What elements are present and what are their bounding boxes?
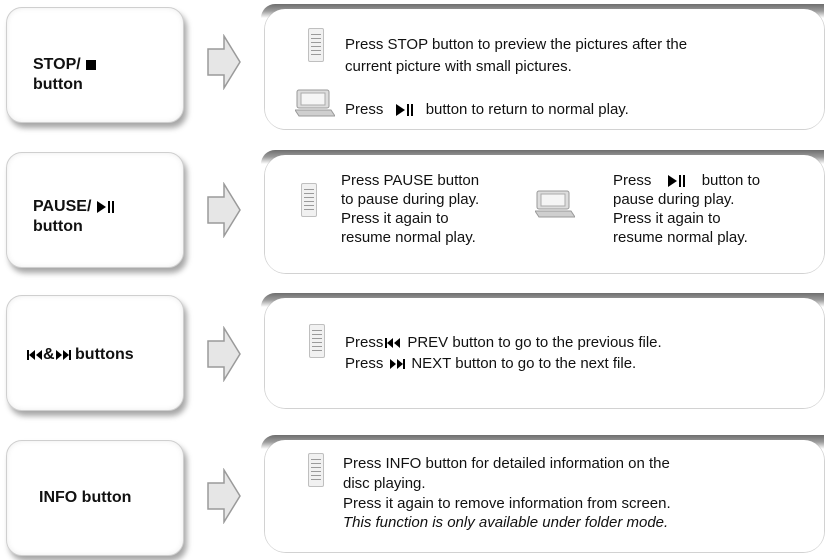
remote-icon	[308, 453, 324, 487]
info-label: INFO button	[39, 489, 132, 506]
info-text-1: Press INFO button for detailed informati…	[343, 455, 670, 472]
info-panel: Press INFO button for detailed informati…	[261, 435, 825, 553]
arrow-right-icon	[207, 182, 241, 238]
arrow-right-icon	[207, 34, 241, 90]
next-icon	[55, 349, 71, 360]
prev-next-label-box: & buttons	[6, 295, 184, 411]
prev-icon	[27, 349, 42, 360]
next-icon	[390, 359, 406, 370]
info-text-2: disc playing.	[343, 475, 426, 492]
play-pause-icon	[96, 200, 114, 213]
remote-icon	[308, 28, 324, 62]
stop-panel: Press STOP button to preview the picture…	[261, 4, 825, 130]
play-pause-icon	[667, 175, 685, 188]
arrow-right-icon	[207, 468, 241, 524]
dvd-player-icon	[295, 89, 335, 117]
pause-left-text: Press PAUSE button to pause during play.…	[341, 172, 480, 246]
stop-text-3: Press button to return to normal play.	[345, 101, 629, 118]
stop-label-box: STOP/ button	[6, 7, 184, 123]
pause-label: PAUSE/ button	[33, 197, 116, 237]
arrow-right-icon	[207, 326, 241, 382]
stop-text-2: current picture with small pictures.	[345, 58, 572, 75]
stop-icon	[86, 59, 97, 70]
stop-label: STOP/ button	[33, 55, 97, 95]
dvd-player-icon	[535, 190, 575, 218]
stop-text-1: Press STOP button to preview the picture…	[345, 36, 688, 53]
pause-label-box: PAUSE/ button	[6, 152, 184, 268]
info-text-4: This function is only available under fo…	[343, 514, 669, 531]
info-label-box: INFO button	[6, 440, 184, 556]
prev-icon	[385, 338, 401, 349]
remote-icon	[309, 324, 325, 358]
pause-right-text: Press button to pause during play. Press…	[613, 172, 761, 246]
play-pause-icon	[395, 104, 413, 117]
prev-next-label: & buttons	[27, 345, 134, 365]
info-text-3: Press it again to remove information fro…	[343, 495, 671, 512]
pause-panel: Press PAUSE button to pause during play.…	[261, 150, 825, 274]
remote-icon	[301, 183, 317, 217]
